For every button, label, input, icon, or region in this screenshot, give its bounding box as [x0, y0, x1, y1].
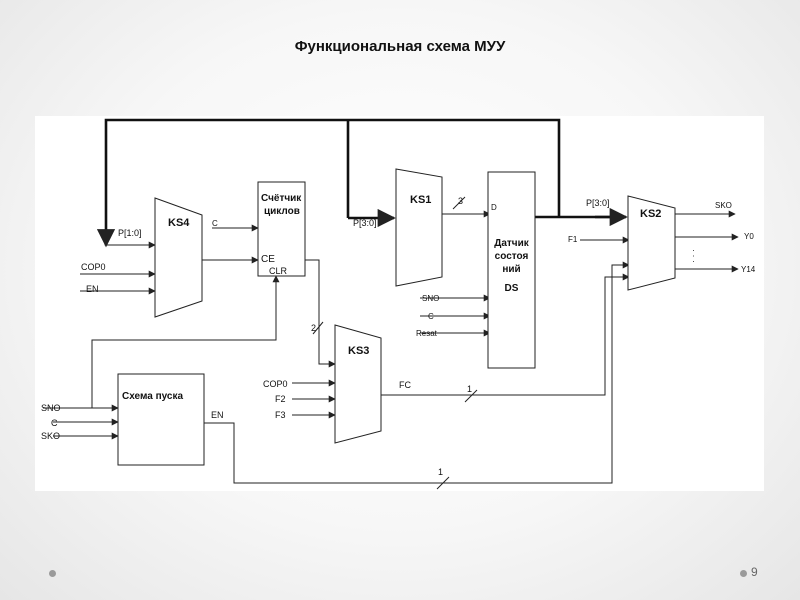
- counter-label-1: Счётчик: [261, 193, 302, 204]
- start-block: Схема пуска: [117, 373, 205, 466]
- label-f3: F3: [275, 410, 286, 420]
- ks2-label: KS2: [640, 208, 661, 220]
- ds-label-2: состоя: [495, 251, 529, 262]
- label-cop0-ks3: COP0: [263, 379, 288, 389]
- label-sno-ds: SNO: [422, 294, 439, 303]
- diagram-panel: KS4 Счётчик циклов CE CLR KS1 D Датчик с…: [35, 116, 764, 491]
- counter-block: Счётчик циклов CE CLR: [257, 181, 306, 277]
- label-p30-ks2: P[3:0]: [586, 198, 610, 208]
- label-y0: Y0: [744, 232, 754, 241]
- ks1-block: KS1: [395, 168, 443, 287]
- label-sno-start: SNO: [41, 403, 61, 413]
- ds-label-1: Датчик: [494, 238, 530, 249]
- label-en-ks4: EN: [86, 284, 99, 294]
- label-2: 2: [311, 323, 316, 333]
- page-number: 9: [751, 565, 758, 579]
- counter-ce-pin: CE: [261, 254, 275, 265]
- label-1-fc: 1: [467, 384, 472, 394]
- ds-label-3: ний: [502, 264, 520, 275]
- ks3-label: KS3: [348, 345, 369, 357]
- start-label: Схема пуска: [122, 391, 183, 402]
- ks4-label: KS4: [168, 217, 190, 229]
- label-fc: FC: [399, 380, 411, 390]
- nav-dot-left[interactable]: [49, 570, 56, 577]
- ks4-block: KS4: [154, 197, 203, 318]
- counter-label-2: циклов: [264, 206, 300, 217]
- label-en-start: EN: [211, 410, 224, 420]
- ds-d-pin: D: [491, 203, 497, 212]
- label-c-start: C: [51, 418, 58, 428]
- counter-clr-pin: CLR: [269, 266, 288, 276]
- label-y14: Y14: [741, 265, 756, 274]
- wires: [43, 196, 739, 490]
- label-c-ds: C: [428, 312, 434, 321]
- label-sko-start: SKO: [41, 431, 60, 441]
- label-f1: F1: [568, 235, 578, 244]
- label-f2: F2: [275, 394, 286, 404]
- ks2-block: KS2: [627, 195, 676, 291]
- label-sko-out: SKO: [715, 201, 732, 210]
- label-ellipsis: · · ·: [689, 249, 699, 263]
- signal-labels: C P[1:0] COP0 EN P[3:0] 3 P[3:0] F1 SKO …: [41, 196, 756, 477]
- ks1-label: KS1: [410, 194, 431, 206]
- ks3-block: KS3: [334, 324, 382, 444]
- label-cop0-ks4: COP0: [81, 262, 106, 272]
- label-p30-ks1: P[3:0]: [353, 218, 377, 228]
- label-c-counter: C: [212, 219, 218, 228]
- functional-diagram: KS4 Счётчик циклов CE CLR KS1 D Датчик с…: [41, 118, 756, 490]
- ds-label-4: DS: [505, 283, 519, 294]
- slide-title: Функциональная схема МУУ: [294, 38, 506, 55]
- label-3: 3: [458, 196, 463, 206]
- label-1-en: 1: [438, 467, 443, 477]
- label-p10: P[1:0]: [118, 228, 142, 238]
- nav-dot-right[interactable]: [740, 570, 747, 577]
- ds-block: D Датчик состоя ний DS: [487, 171, 536, 369]
- label-resat: Resat: [416, 329, 438, 338]
